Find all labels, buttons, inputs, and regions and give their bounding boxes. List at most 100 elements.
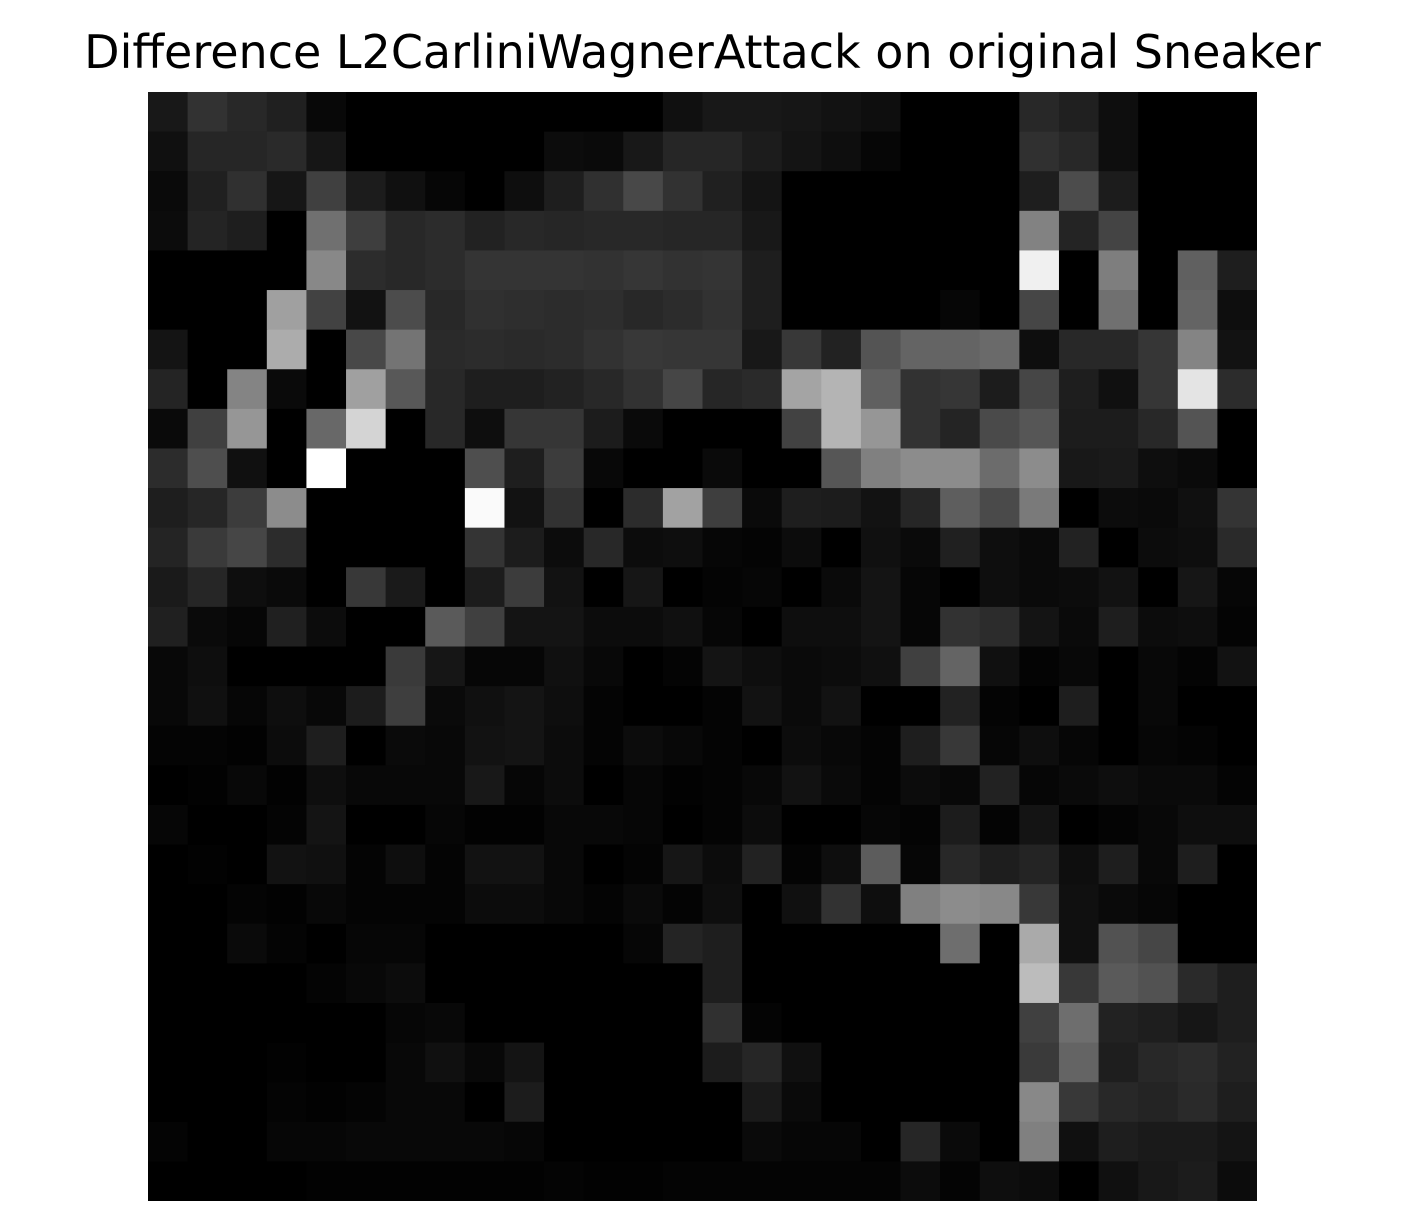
heatmap-cell-r15-c20 bbox=[940, 686, 981, 727]
heatmap-cell-r8-c26 bbox=[1177, 408, 1218, 450]
heatmap-cell-r19-c19 bbox=[900, 844, 941, 885]
heatmap-cell-r3-c20 bbox=[940, 210, 981, 252]
heatmap-cell-r14-c16 bbox=[781, 646, 822, 687]
heatmap-cell-r7-c11 bbox=[583, 369, 624, 410]
heatmap-cell-r13-c27 bbox=[1217, 606, 1257, 648]
heatmap-cell-r15-c15 bbox=[742, 686, 783, 727]
heatmap-cell-r23-c14 bbox=[702, 1002, 743, 1044]
heatmap-cell-r25-c18 bbox=[860, 1082, 902, 1123]
heatmap-cell-r22-c15 bbox=[742, 963, 783, 1004]
heatmap-cell-r10-c13 bbox=[662, 488, 704, 529]
heatmap-cell-r2-c26 bbox=[1177, 171, 1218, 212]
heatmap-cell-r5-c1 bbox=[187, 290, 228, 331]
heatmap-cell-r12-c27 bbox=[1217, 567, 1257, 608]
heatmap-cell-r23-c15 bbox=[742, 1002, 783, 1044]
heatmap-cell-r6-c12 bbox=[623, 329, 664, 370]
heatmap-cell-r18-c17 bbox=[821, 804, 862, 846]
heatmap-cell-r18-c15 bbox=[742, 804, 783, 846]
heatmap-cell-r26-c17 bbox=[821, 1121, 862, 1162]
heatmap-cell-r27-c2 bbox=[227, 1161, 268, 1201]
heatmap-cell-r10-c9 bbox=[504, 488, 545, 529]
heatmap-cell-r1-c7 bbox=[425, 131, 466, 172]
heatmap-cell-r0-c21 bbox=[979, 92, 1020, 133]
heatmap-cell-r10-c21 bbox=[979, 488, 1020, 529]
heatmap-cell-r22-c8 bbox=[464, 963, 506, 1004]
heatmap-cell-r3-c3 bbox=[266, 210, 308, 252]
heatmap-cell-r6-c20 bbox=[940, 329, 981, 370]
heatmap-cell-r22-c22 bbox=[1019, 963, 1060, 1004]
heatmap-cell-r1-c1 bbox=[187, 131, 228, 172]
heatmap-cell-r1-c8 bbox=[464, 131, 506, 172]
heatmap-cell-r1-c21 bbox=[979, 131, 1020, 172]
heatmap-cell-r23-c27 bbox=[1217, 1002, 1257, 1044]
heatmap-cell-r12-c1 bbox=[187, 567, 228, 608]
heatmap-cell-r16-c21 bbox=[979, 725, 1020, 766]
heatmap-cell-r27-c14 bbox=[702, 1161, 743, 1201]
heatmap-cell-r13-c13 bbox=[662, 606, 704, 648]
heatmap-cell-r14-c1 bbox=[187, 646, 228, 687]
heatmap-cell-r18-c8 bbox=[464, 804, 506, 846]
heatmap-cell-r21-c1 bbox=[187, 923, 228, 964]
heatmap-cell-r25-c0 bbox=[148, 1082, 189, 1123]
heatmap-cell-r2-c17 bbox=[821, 171, 862, 212]
heatmap-cell-r19-c5 bbox=[346, 844, 387, 885]
heatmap-cell-r1-c25 bbox=[1138, 131, 1179, 172]
heatmap-cell-r25-c20 bbox=[940, 1082, 981, 1123]
heatmap-cell-r22-c13 bbox=[662, 963, 704, 1004]
heatmap-cell-r27-c1 bbox=[187, 1161, 228, 1201]
heatmap-cell-r2-c4 bbox=[306, 171, 347, 212]
heatmap-cell-r22-c25 bbox=[1138, 963, 1179, 1004]
heatmap-cell-r24-c21 bbox=[979, 1042, 1020, 1083]
heatmap-cell-r9-c0 bbox=[148, 448, 189, 489]
heatmap-cell-r21-c5 bbox=[346, 923, 387, 964]
heatmap-cell-r2-c7 bbox=[425, 171, 466, 212]
heatmap-cell-r10-c17 bbox=[821, 488, 862, 529]
heatmap-cell-r9-c4 bbox=[306, 448, 347, 489]
heatmap-cell-r7-c8 bbox=[464, 369, 506, 410]
heatmap-cell-r11-c27 bbox=[1217, 527, 1257, 568]
heatmap-cell-r23-c5 bbox=[346, 1002, 387, 1044]
heatmap-cell-r11-c1 bbox=[187, 527, 228, 568]
heatmap-cell-r16-c4 bbox=[306, 725, 347, 766]
heatmap-cell-r13-c0 bbox=[148, 606, 189, 648]
heatmap-cell-r3-c26 bbox=[1177, 210, 1218, 252]
heatmap-cell-r18-c20 bbox=[940, 804, 981, 846]
heatmap-cell-r22-c24 bbox=[1098, 963, 1139, 1004]
heatmap-cell-r13-c14 bbox=[702, 606, 743, 648]
heatmap-cell-r17-c25 bbox=[1138, 765, 1179, 806]
heatmap-cell-r12-c19 bbox=[900, 567, 941, 608]
heatmap-cell-r3-c9 bbox=[504, 210, 545, 252]
heatmap-cell-r16-c11 bbox=[583, 725, 624, 766]
heatmap-cell-r22-c2 bbox=[227, 963, 268, 1004]
heatmap-cell-r10-c4 bbox=[306, 488, 347, 529]
heatmap-cell-r23-c4 bbox=[306, 1002, 347, 1044]
heatmap-cell-r18-c21 bbox=[979, 804, 1020, 846]
heatmap-cell-r19-c24 bbox=[1098, 844, 1139, 885]
heatmap-cell-r16-c24 bbox=[1098, 725, 1139, 766]
heatmap-cell-r23-c1 bbox=[187, 1002, 228, 1044]
heatmap-cell-r13-c3 bbox=[266, 606, 308, 648]
heatmap-cell-r13-c15 bbox=[742, 606, 783, 648]
heatmap-cell-r18-c2 bbox=[227, 804, 268, 846]
heatmap-cell-r14-c15 bbox=[742, 646, 783, 687]
heatmap-cell-r27-c16 bbox=[781, 1161, 822, 1201]
heatmap-cell-r26-c10 bbox=[544, 1121, 585, 1162]
heatmap-cell-r1-c11 bbox=[583, 131, 624, 172]
heatmap-cell-r11-c26 bbox=[1177, 527, 1218, 568]
heatmap-cell-r5-c19 bbox=[900, 290, 941, 331]
heatmap-cell-r1-c2 bbox=[227, 131, 268, 172]
heatmap-cell-r2-c0 bbox=[148, 171, 189, 212]
heatmap-cell-r10-c7 bbox=[425, 488, 466, 529]
heatmap-cell-r0-c24 bbox=[1098, 92, 1139, 133]
heatmap-cell-r13-c9 bbox=[504, 606, 545, 648]
heatmap-cell-r14-c27 bbox=[1217, 646, 1257, 687]
heatmap-cell-r26-c15 bbox=[742, 1121, 783, 1162]
heatmap-cell-r7-c0 bbox=[148, 369, 189, 410]
heatmap-cell-r11-c3 bbox=[266, 527, 308, 568]
heatmap-cell-r13-c10 bbox=[544, 606, 585, 648]
heatmap-cell-r24-c15 bbox=[742, 1042, 783, 1083]
heatmap-cell-r17-c4 bbox=[306, 765, 347, 806]
heatmap-cell-r5-c11 bbox=[583, 290, 624, 331]
heatmap-cell-r6-c15 bbox=[742, 329, 783, 370]
heatmap-cell-r20-c18 bbox=[860, 884, 902, 925]
